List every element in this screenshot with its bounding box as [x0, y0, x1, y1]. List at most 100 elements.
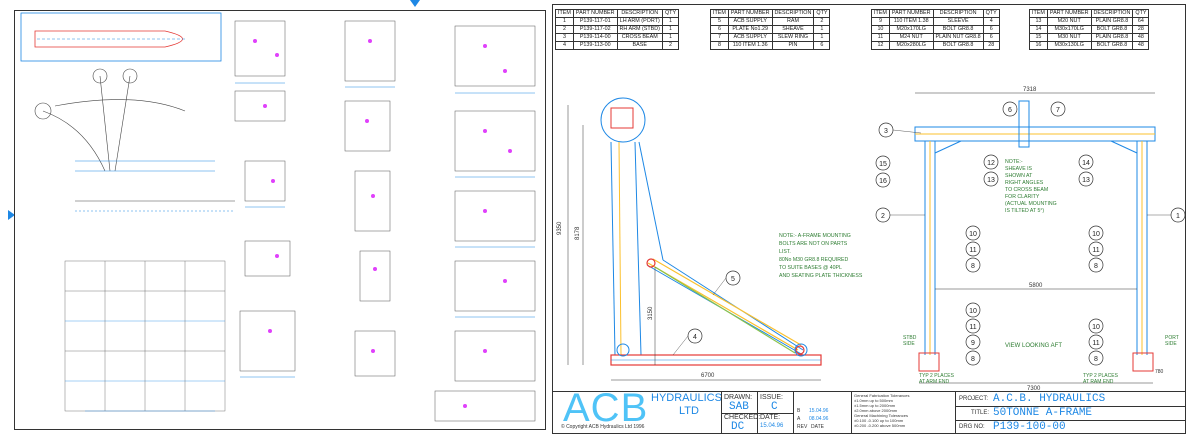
balloon-10c: 10: [969, 308, 977, 315]
dim-7318: 7318: [1023, 87, 1037, 93]
dim-5800: 5800: [1029, 283, 1043, 289]
parts-list-cell: 6: [813, 41, 831, 50]
title-value: 50TONNE A-FRAME: [993, 407, 1093, 419]
note-sheave: NOTE:- SHEAVE IS SHOWN AT RIGHT ANGLES T…: [1005, 159, 1057, 214]
balloon-2: 2: [881, 213, 885, 220]
balloon-4: 4: [693, 334, 697, 341]
svg-text:BOLTS ARE NOT ON PARTS: BOLTS ARE NOT ON PARTS: [779, 241, 848, 247]
balloon-11b: 11: [1092, 247, 1099, 254]
boat-hull-outline: [34, 30, 183, 48]
balloon-9: 9: [971, 340, 975, 347]
balloon-10b: 10: [1092, 231, 1100, 238]
dim-3150: 3150: [648, 306, 654, 320]
left-drawing-sheet: [14, 10, 546, 430]
svg-text:PORT: PORT: [1165, 335, 1179, 341]
svg-text:TYP 2 PLACES: TYP 2 PLACES: [1083, 373, 1119, 379]
balloon-labels: 5 4 3 6 7 15 16 12 13 14 13 2 1 10 11 8 …: [693, 107, 1180, 363]
svg-text:SIDE: SIDE: [903, 341, 915, 347]
drg-label: DRG NO:: [959, 424, 985, 430]
balloon-8b: 8: [1094, 263, 1098, 270]
balloon-8d: 8: [1094, 356, 1098, 363]
ram-cylinder: [646, 258, 805, 355]
parts-list-cell: 4: [555, 41, 574, 50]
svg-text:AND SEATING PLATE THICKNESS: AND SEATING PLATE THICKNESS: [779, 273, 863, 279]
boat-plan-frame: [20, 12, 222, 62]
balloon-5: 5: [731, 276, 735, 283]
side-dimensions: [567, 105, 821, 381]
svg-text:NOTE:-: NOTE:-: [1005, 159, 1023, 165]
balloon-11a: 11: [969, 247, 976, 254]
left-drawing-panel: [0, 0, 548, 436]
balloon-8c: 8: [971, 356, 975, 363]
aframe-front-view: [914, 100, 1156, 372]
project-label: PROJECT:: [959, 396, 989, 402]
svg-text:NOTE:- A-FRAME MOUNTING: NOTE:- A-FRAME MOUNTING: [779, 233, 851, 239]
svg-text:RIGHT ANGLES: RIGHT ANGLES: [1005, 180, 1044, 186]
arm-side-view: [600, 97, 804, 356]
tolerances-box: General Fabrication Tolerances ±1.0mm up…: [854, 393, 910, 428]
balloon-14: 14: [1082, 160, 1090, 167]
balloon-12: 12: [987, 160, 995, 167]
base-beam: [610, 343, 822, 366]
svg-text:IS TILTED AT 5°): IS TILTED AT 5°): [1005, 208, 1044, 214]
checked-value: DC: [731, 421, 745, 433]
deck-plan: [64, 260, 226, 412]
logo-hydraulics: HYDRAULICS: [651, 392, 722, 404]
revision-table: B 15.04.96 A 08.04.96 REV DATE: [797, 408, 829, 430]
checked-label: CHECKED:: [724, 414, 761, 421]
svg-text:TO SUITE BASES @ 40PL: TO SUITE BASES @ 40PL: [779, 265, 842, 271]
front-dimensions: [915, 92, 1155, 384]
balloon-8a: 8: [971, 263, 975, 270]
drg-value: P139-100-00: [993, 421, 1066, 433]
balloon-16: 16: [879, 178, 887, 185]
svg-text:TO CROSS BEAM: TO CROSS BEAM: [1005, 187, 1048, 193]
balloon-13b: 13: [1082, 177, 1090, 184]
section-details: [234, 20, 536, 422]
balloon-circles: [687, 101, 1185, 366]
parts-list-cell: 28: [982, 41, 1000, 50]
svg-text:SIDE: SIDE: [1165, 341, 1177, 347]
svg-text:STBD: STBD: [903, 335, 917, 341]
balloon-11d: 11: [1092, 340, 1099, 347]
dim-9350: 9350: [557, 221, 563, 235]
left-marker-side[interactable]: [8, 210, 15, 220]
view-looking-aft-label: VIEW LOOKING AFT: [1005, 343, 1062, 349]
svg-text:FOR CLARITY: FOR CLARITY: [1005, 194, 1040, 200]
parts-list-cell: 2: [661, 41, 680, 50]
logo-ltd: LTD: [679, 405, 699, 417]
svg-text:SHOWN AT: SHOWN AT: [1005, 173, 1033, 179]
parts-list-cell: 16: [1029, 41, 1048, 50]
svg-text:(ACTUAL MOUNTING: (ACTUAL MOUNTING: [1005, 201, 1057, 207]
dim-780: 780: [1155, 369, 1164, 375]
balloon-7: 7: [1056, 107, 1060, 114]
svg-text:LIST.: LIST.: [779, 249, 791, 255]
title-block: ACB HYDRAULICS LTD © Copyright ACB Hydra…: [553, 386, 1185, 434]
balloon-11c: 11: [969, 324, 976, 331]
left-marker-top[interactable]: [410, 0, 420, 7]
balloon-15: 15: [879, 161, 887, 168]
company-logo: ACB HYDRAULICS LTD © Copyright ACB Hydra…: [559, 386, 739, 430]
title-label: TITLE:: [971, 410, 990, 416]
dim-6700: 6700: [701, 373, 715, 379]
parts-list-cell: 48: [1132, 41, 1150, 50]
project-value: A.C.B. HYDRAULICS: [993, 393, 1106, 405]
aframe-elevation: [34, 68, 235, 212]
balloon-10d: 10: [1092, 324, 1100, 331]
dim-7300: 7300: [1027, 386, 1041, 392]
pink-markers: [253, 39, 512, 408]
